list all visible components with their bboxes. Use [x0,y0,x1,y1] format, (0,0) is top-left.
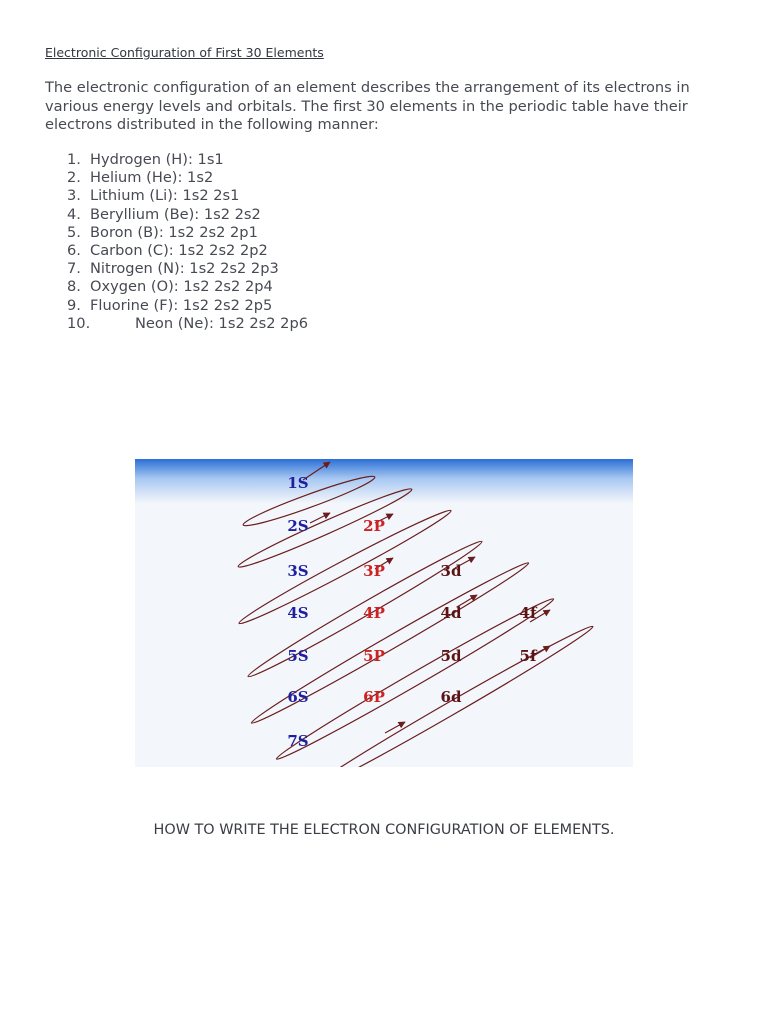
list-item: 8. Oxygen (O): 1s2 2s2 2p4 [45,278,645,296]
orbital-filling-diagram: 1S 2S 3S 4S 5S 6S 7S 2P 3P 4P 5P 6P 3d 4d 5d 6d 4f 5f [135,459,633,767]
orbital-label-2s: 2S [287,517,308,535]
list-number: 7. [67,260,81,278]
orbital-label-7s: 7S [287,732,308,750]
filling-direction-arrow [456,594,478,608]
filling-direction-arrow [384,721,406,734]
list-item-text: Neon (Ne): 1s2 2s2 2p6 [135,314,309,332]
list-item: 10. Neon (Ne): 1s2 2s2 2p6 [45,315,645,333]
aufbau-diagram-svg: 1S 2S 3S 4S 5S 6S 7S 2P 3P 4P 5P 6P 3d 4d 5d 6d 4f 5f [135,459,633,767]
list-item: 9. Fluorine (F): 1s2 2s2 2p5 [45,297,645,315]
orbital-label-6s: 6S [287,688,308,706]
orbital-label-4d: 4d [441,604,462,622]
figure-caption: HOW TO WRITE THE ELECTRON CONFIGURATION … [153,822,615,838]
orbital-label-3s: 3S [287,562,308,580]
filling-loop [247,540,483,678]
list-item: 4. Beryllium (Be): 1s2 2s2 [45,206,645,224]
filling-direction-arrow [374,513,394,524]
filling-direction-arrow [309,512,331,524]
orbital-label-5p: 5P [363,647,385,665]
orbital-label-3d: 3d [441,562,462,580]
filling-loop [306,625,594,767]
filling-loop [275,598,555,760]
orbital-label-4s: 4S [287,604,308,622]
orbital-label-5s: 5S [287,647,308,665]
filling-loop [238,509,452,625]
list-item: 1. Hydrogen (H): 1s1 [45,151,645,169]
orbital-labels: 1S 2S 3S 4S 5S 6S 7S 2P 3P 4P 5P 6P 3d 4d 5d 6d 4f 5f [287,474,538,750]
list-item-text: Oxygen (O): 1s2 2s2 2p4 [90,278,273,296]
list-item-text: Fluorine (F): 1s2 2s2 2p5 [90,296,273,314]
list-item-text: Helium (He): 1s2 [90,169,214,187]
list-number: 6. [67,242,81,260]
list-item: 2. Helium (He): 1s2 [45,169,645,187]
list-number: 9. [67,296,81,314]
orbital-label-2p: 2P [363,517,385,535]
orbital-label-6p: 6P [363,688,385,706]
orbital-label-1s: 1S [287,474,308,492]
filling-direction-arrow [302,461,331,481]
filling-loop [242,475,376,527]
orbital-label-5f: 5f [520,647,538,665]
list-number: 3. [67,187,81,205]
diagram-header-band [135,459,633,503]
list-item-text: Boron (B): 1s2 2s2 2p1 [90,223,258,241]
filling-direction-arrow [529,609,551,623]
list-item-text: Lithium (Li): 1s2 2s1 [90,187,240,205]
orbital-label-5d: 5d [441,647,462,665]
list-item-text: Carbon (C): 1s2 2s2 2p2 [90,242,268,260]
filling-direction-arrow [529,645,551,659]
orbital-label-4p: 4P [363,604,385,622]
list-number: 2. [67,169,81,187]
orbital-label-4f: 4f [520,604,538,622]
intro-paragraph: The electronic configuration of an eleme… [45,79,690,133]
filling-path-loops [237,461,594,767]
filling-loop [250,562,530,724]
orbital-label-6d: 6d [441,688,462,706]
filling-direction-arrow [454,556,476,569]
list-item: 6. Carbon (C): 1s2 2s2 2p2 [45,242,645,260]
list-number: 1. [67,151,81,168]
list-number: 8. [67,278,81,296]
list-number: 10. [67,314,91,332]
list-item-text: Hydrogen (H): 1s1 [90,151,224,168]
list-item-text: Nitrogen (N): 1s2 2s2 2p3 [90,260,279,278]
element-list: 1. Hydrogen (H): 1s1 2. Helium (He): 1s2 3… [45,151,645,333]
list-number: 4. [67,205,81,223]
list-item: 3. Lithium (Li): 1s2 2s1 [45,187,645,205]
orbital-label-3p: 3P [363,562,385,580]
list-item: 5. Boron (B): 1s2 2s2 2p1 [45,224,645,242]
list-item-text: Beryllium (Be): 1s2 2s2 [90,205,261,223]
page-title: Electronic Configuration of First 30 Ele… [45,45,324,60]
list-item: 7. Nitrogen (N): 1s2 2s2 2p3 [45,260,645,278]
list-number: 5. [67,223,81,241]
filling-loop [237,488,413,568]
filling-direction-arrow [374,557,394,570]
